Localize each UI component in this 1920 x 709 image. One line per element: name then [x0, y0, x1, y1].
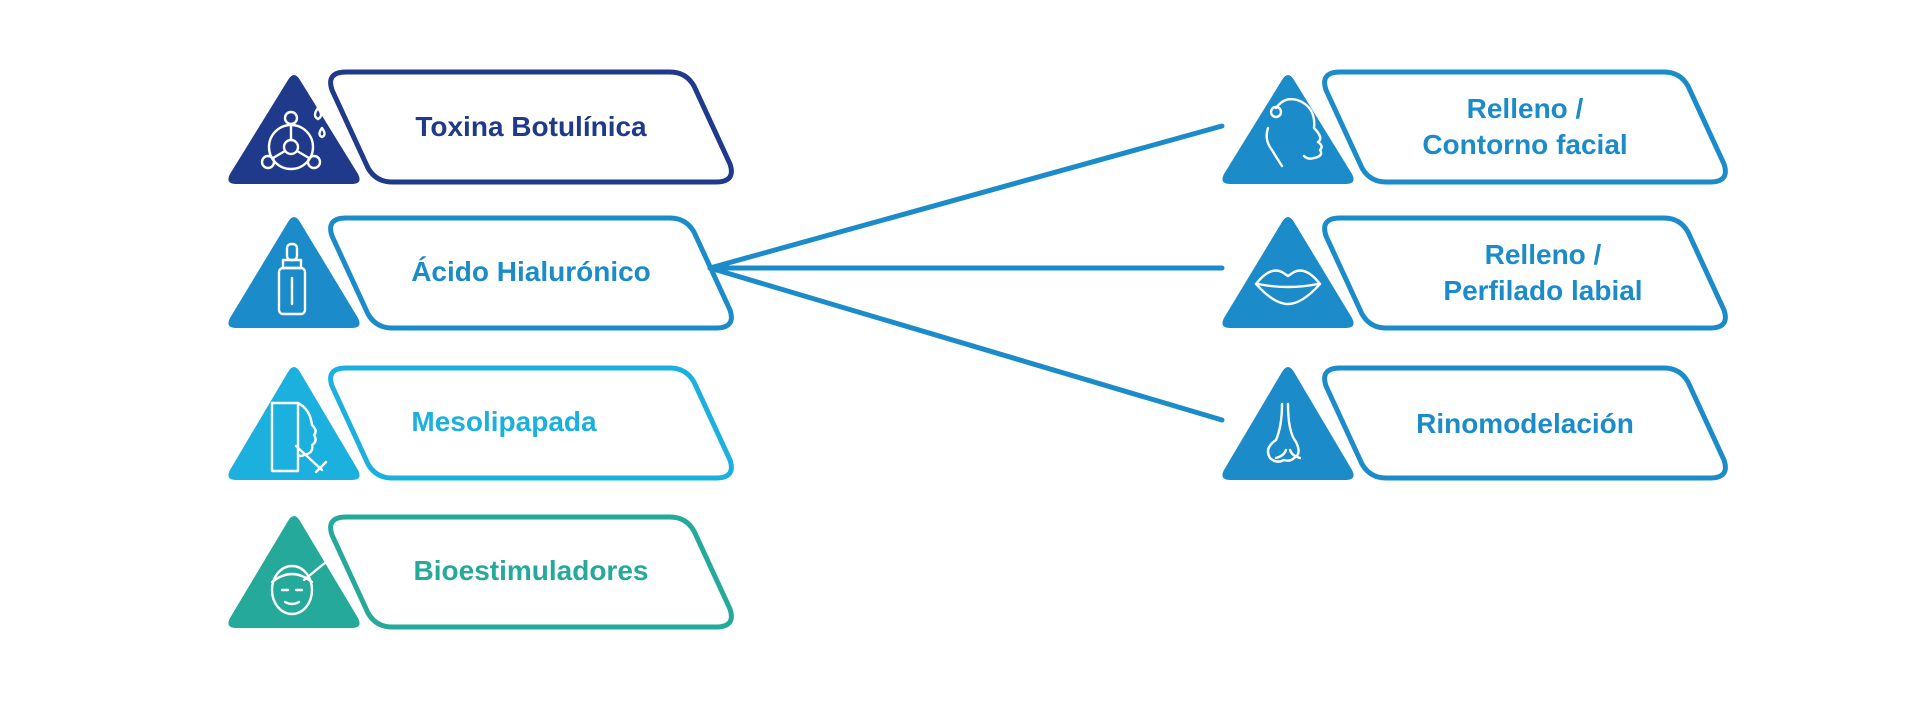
triangle-badge [228, 367, 360, 480]
right-item-rinomodelacion: Rinomodelación [1222, 365, 1728, 481]
triangle-badge [228, 75, 360, 184]
left-item-mesolipapada: Mesolipapada [228, 365, 734, 481]
triangle-badge [1222, 367, 1354, 480]
dropper-bottle-icon [277, 242, 307, 316]
label-pill-frame [328, 514, 734, 630]
face-profile-icon [1265, 97, 1323, 168]
left-item-bioestimuladores: Bioestimuladores [228, 514, 734, 630]
triangle-badge [1222, 75, 1354, 184]
right-item-perfilado-labial: Relleno / Perfilado labial [1222, 215, 1728, 331]
left-item-acido: Ácido Hialurónico [228, 215, 734, 331]
label-toxina: Toxina Botulínica [415, 111, 647, 142]
connectors [707, 123, 1225, 423]
nose-icon [1266, 402, 1302, 463]
molecule-drops-icon [260, 106, 326, 171]
chin-injection-icon [270, 401, 328, 474]
label-rinomodelacion: Rinomodelación [1416, 408, 1634, 439]
left-item-toxina: Toxina Botulínica [228, 69, 734, 185]
lips-icon [1254, 269, 1322, 306]
label-bioestimuladores: Bioestimuladores [414, 555, 649, 586]
label-contorno-line1: Relleno / [1467, 93, 1584, 124]
right-item-contorno-facial: Relleno / Contorno facial [1222, 69, 1728, 185]
label-pill-frame [328, 215, 734, 331]
connector-rinomodelacion [707, 265, 1225, 423]
label-pill-frame [328, 69, 734, 185]
label-contorno-line2: Contorno facial [1422, 129, 1627, 160]
label-pill-frame [1322, 365, 1728, 481]
label-pill-frame [1322, 215, 1728, 331]
face-syringe-icon [270, 560, 328, 616]
label-mesolipapada: Mesolipapada [411, 406, 597, 437]
label-pill-frame [328, 365, 734, 481]
triangle-badge [1222, 217, 1354, 328]
label-pill-frame [1322, 69, 1728, 185]
triangle-badge [228, 217, 360, 328]
label-acido: Ácido Hialurónico [411, 256, 651, 287]
label-perfilado-line2: Perfilado labial [1443, 275, 1642, 306]
connector-contorno-facial [707, 123, 1225, 271]
triangle-badge [228, 516, 360, 628]
label-perfilado-line1: Relleno / [1485, 239, 1602, 270]
